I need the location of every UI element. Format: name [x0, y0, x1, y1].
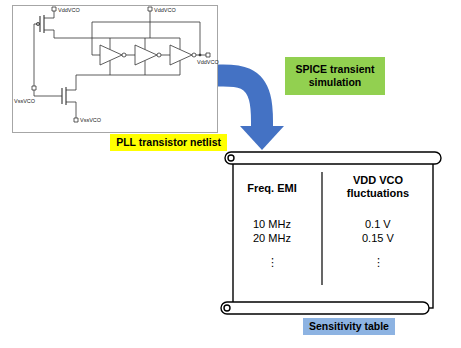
schematic — [32, 7, 210, 122]
table-cell: 0.15 V — [362, 232, 394, 245]
inverter-bubble — [192, 53, 196, 57]
scroll-top-roll — [225, 152, 441, 164]
pin-name: VssVCO — [14, 98, 35, 105]
table-divider — [321, 172, 322, 285]
scroll-bottom-roll — [221, 302, 429, 314]
scroll-sheet — [233, 158, 433, 308]
inverter-bubble — [157, 53, 161, 57]
scroll-curl — [228, 155, 234, 161]
inverter-bubble — [122, 53, 126, 57]
scroll-paper — [221, 152, 441, 314]
process-box: SPICE transient simulation — [285, 57, 385, 95]
wire-junction — [199, 54, 201, 56]
transistor-gate-bubble — [36, 22, 39, 25]
arrow-shaft — [218, 75, 262, 127]
table-cell: 10 MHz — [253, 218, 291, 231]
flow-arrow — [218, 75, 284, 150]
table-caption: Sensitivity table — [303, 318, 395, 335]
table-header: Freq. EMI — [232, 182, 312, 195]
netlist-label: PLL transistor netlist — [110, 134, 227, 151]
arrow-head — [240, 126, 284, 150]
transistor-symbol — [40, 15, 66, 105]
table-cell: 0.1 V — [365, 218, 391, 231]
pin-name: VddVCO — [197, 59, 219, 66]
schematic-frame: PLL transistor netlist — [12, 5, 218, 133]
pin-name: VddVCO — [154, 7, 176, 14]
table-header: VDD VCO fluctuations — [332, 174, 424, 200]
schematic-wire — [34, 11, 206, 118]
pin-name: VddVCO — [58, 7, 80, 14]
inverter-symbol — [100, 45, 192, 65]
pin-name: VssVCO — [80, 117, 101, 124]
pin-symbol — [32, 7, 210, 122]
scroll-curl — [224, 305, 230, 311]
table-cell: 20 MHz — [253, 232, 291, 245]
table-cell: ⋮ — [267, 256, 278, 269]
process-label: SPICE transient simulation — [290, 63, 380, 88]
table-cell: ⋮ — [373, 256, 384, 269]
